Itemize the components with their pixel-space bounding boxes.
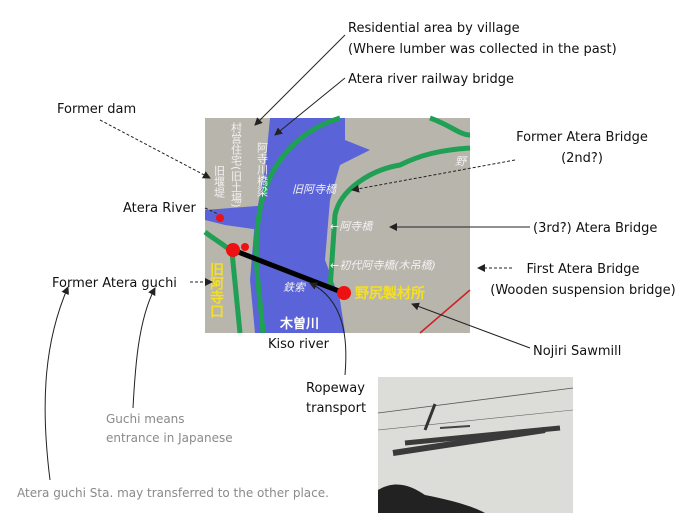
kiso-river-water — [250, 118, 370, 333]
road-right — [327, 145, 471, 291]
dam-marker — [216, 214, 224, 222]
label-ropeway: Ropeway — [306, 381, 365, 396]
note-station: Atera guchi Sta. may transferred to the … — [17, 486, 329, 500]
road-left — [253, 115, 341, 334]
label-first-bridge-note: (Wooden suspension bridge) — [490, 283, 675, 298]
note-guchi-2: entrance in Japanese — [106, 431, 233, 445]
leader-lines — [44, 34, 531, 481]
jp-residential: 村営住宅(旧土場) — [230, 121, 243, 208]
ropeway-photo — [377, 377, 574, 513]
jp-sawmill: 野尻製材所 — [355, 285, 425, 302]
label-former-bridge-note: (2nd?) — [561, 151, 603, 166]
label-ropeway-2: transport — [306, 401, 366, 416]
guchi-marker — [226, 243, 240, 257]
label-railway-bridge: Atera river railway bridge — [348, 72, 514, 87]
label-former-bridge: Former Atera Bridge — [516, 130, 648, 145]
label-first-bridge: First Atera Bridge — [526, 262, 639, 277]
sawmill-marker — [337, 286, 351, 300]
map: 村営住宅(旧土場) 阿寺川橋梁 旧堰堤 旧阿寺橋 ←阿寺橋 ←初代阿寺橋(木吊橋… — [203, 115, 471, 334]
label-third-bridge: (3rd?) Atera Bridge — [533, 221, 657, 236]
label-residential-note: (Where lumber was collected in the past) — [348, 42, 617, 57]
jp-edge: 野 — [455, 155, 468, 168]
residential-marker — [241, 243, 249, 251]
ropeway-line — [232, 247, 345, 296]
jp-bridge: ←阿寺橋 — [330, 220, 374, 233]
jp-dam: 旧堰堤 — [213, 165, 226, 198]
jp-cable: 鉄索 — [283, 281, 307, 294]
label-former-guchi: Former Atera guchi — [52, 276, 177, 291]
jp-old-bridge: 旧阿寺橋 — [292, 183, 338, 196]
jp-first-bridge: ←初代阿寺橋(木吊橋) — [330, 259, 436, 272]
label-former-dam: Former dam — [57, 102, 136, 117]
atera-river-water — [205, 205, 270, 230]
label-kiso-river: Kiso river — [268, 337, 330, 352]
jp-guchi: 旧阿寺口 — [208, 262, 224, 318]
label-sawmill: Nojiri Sawmill — [533, 344, 621, 359]
label-residential: Residential area by village — [348, 21, 520, 36]
note-guchi: Guchi means — [106, 412, 185, 426]
jp-railway-bridge: 阿寺川橋梁 — [256, 142, 269, 198]
label-atera-river: Atera River — [123, 201, 197, 216]
jp-kiso: 木曽川 — [279, 316, 319, 332]
